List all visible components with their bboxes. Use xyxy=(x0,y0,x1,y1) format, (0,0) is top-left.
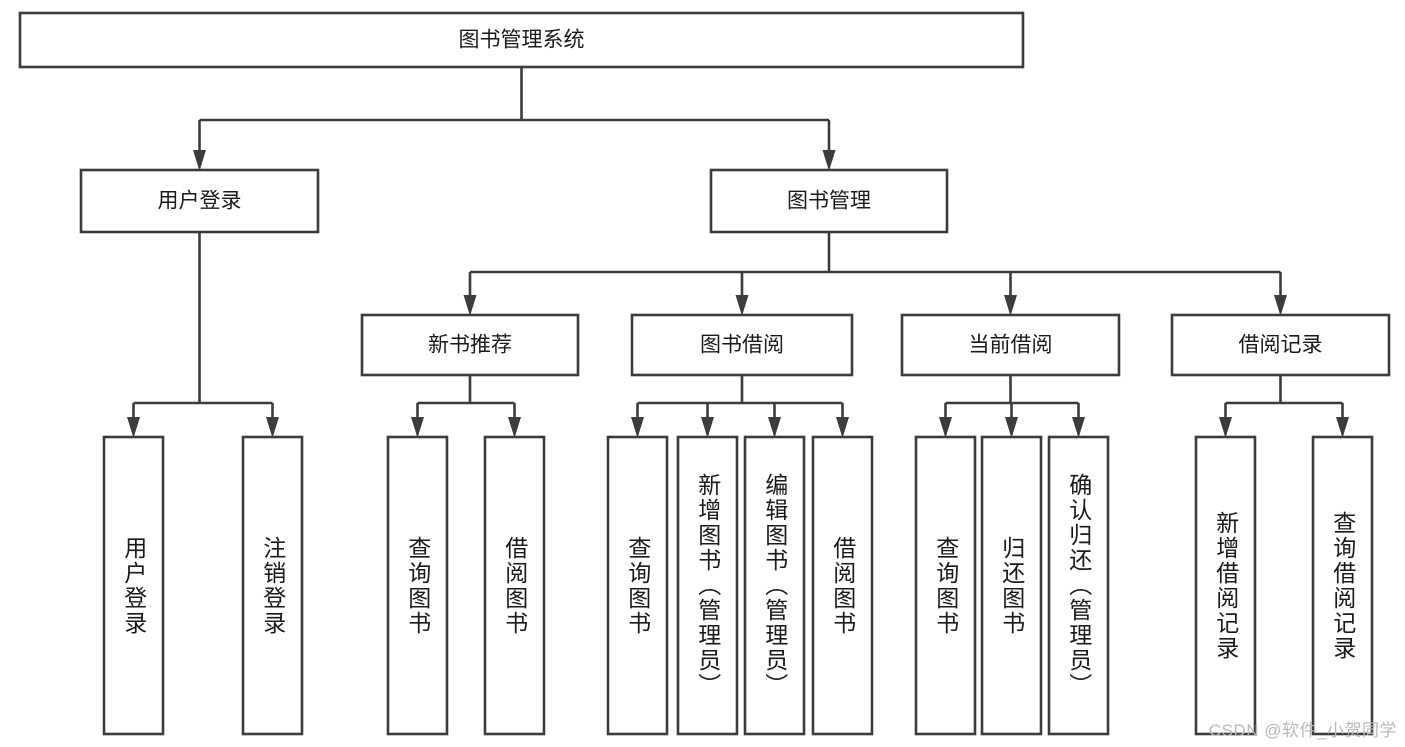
arrow-head-icon xyxy=(768,417,781,438)
node-box-current-borrow[interactable] xyxy=(900,313,1121,377)
node-box-root[interactable] xyxy=(18,11,1025,69)
node-box-book-borrow[interactable] xyxy=(630,313,854,377)
node-label-new-book-recommend: 新书推荐 xyxy=(428,334,512,357)
node-box-user-login[interactable] xyxy=(79,168,320,234)
connector-bookborrow-to-leaves xyxy=(631,375,849,438)
node-box-leaf-query-borrow-record[interactable] xyxy=(1311,435,1374,736)
node-box-leaf-borrow-book[interactable] xyxy=(811,435,874,736)
csdn-watermark: CSDN @软件_小贺同学 xyxy=(1208,721,1397,740)
arrow-head-icon xyxy=(836,417,849,438)
connector-borrowrecord-to-leaves xyxy=(1219,375,1349,438)
connector-userlogin-to-leaves xyxy=(127,232,279,438)
arrow-head-icon xyxy=(1005,417,1018,438)
arrow-head-icon xyxy=(193,150,206,171)
node-box-leaf-query-book-borrow[interactable] xyxy=(606,435,669,736)
arrow-head-icon xyxy=(822,150,836,171)
arrow-head-icon xyxy=(1336,417,1349,438)
arrow-head-icon xyxy=(631,417,644,438)
arrow-head-icon xyxy=(127,417,140,438)
arrow-head-icon xyxy=(463,295,477,316)
node-label-root: 图书管理系统 xyxy=(459,29,585,52)
arrow-head-icon xyxy=(939,417,952,438)
node-box-leaf-edit-book[interactable] xyxy=(743,435,806,736)
node-box-leaf-logout[interactable] xyxy=(241,435,304,736)
node-box-book-management[interactable] xyxy=(709,168,949,234)
node-label-book-borrow: 图书借阅 xyxy=(700,334,784,357)
arrow-head-icon xyxy=(1219,417,1232,438)
node-label-book-management: 图书管理 xyxy=(787,190,871,213)
connector-layer xyxy=(127,67,1349,438)
connector-root-to-level2 xyxy=(193,67,836,171)
connector-currentborrow-to-leaves xyxy=(939,375,1085,438)
arrow-head-icon xyxy=(735,295,749,316)
arrow-head-icon xyxy=(266,417,279,438)
arrow-head-icon xyxy=(701,417,714,438)
node-box-leaf-query-book-current[interactable] xyxy=(914,435,977,736)
arrow-head-icon xyxy=(508,417,521,438)
node-box-leaf-return-book[interactable] xyxy=(980,435,1043,736)
arrow-head-icon xyxy=(1004,295,1017,316)
arrow-head-icon xyxy=(1274,295,1287,316)
node-box-new-book-recommend[interactable] xyxy=(360,313,580,377)
arrow-head-icon xyxy=(411,417,424,438)
connector-newbook-to-leaves xyxy=(411,375,521,438)
arrow-head-icon xyxy=(1072,417,1085,438)
node-box-borrow-record[interactable] xyxy=(1170,313,1391,377)
node-box-leaf-borrow-book-new[interactable] xyxy=(483,435,546,736)
node-box-leaf-add-book[interactable] xyxy=(676,435,739,736)
node-box-layer xyxy=(18,11,1391,736)
node-label-borrow-record: 借阅记录 xyxy=(1239,334,1323,357)
node-box-leaf-user-login[interactable] xyxy=(102,435,165,736)
node-label-user-login: 用户登录 xyxy=(158,190,242,213)
node-box-leaf-query-book-new[interactable] xyxy=(386,435,449,736)
node-box-leaf-add-borrow-record[interactable] xyxy=(1194,435,1257,736)
connector-bookmgmt-to-level3 xyxy=(463,232,1287,316)
node-box-leaf-confirm-return[interactable] xyxy=(1047,435,1110,736)
node-label-current-borrow: 当前借阅 xyxy=(969,334,1053,357)
